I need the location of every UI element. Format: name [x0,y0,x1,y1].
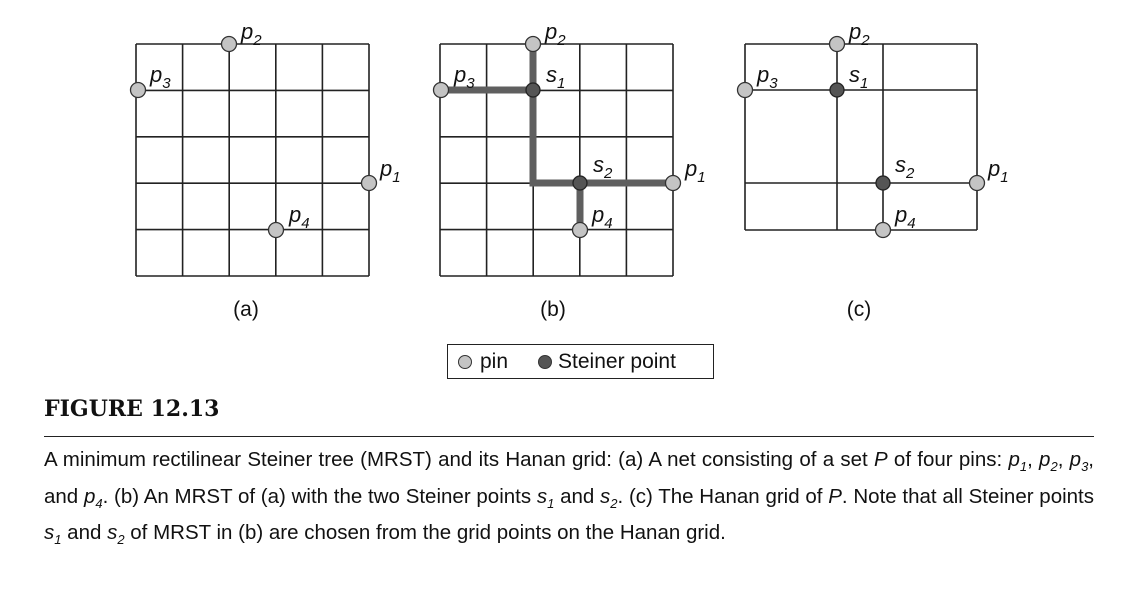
caption-title: FIGURE 12.13 [44,396,220,422]
pin-p3 [432,81,450,99]
pin-p1 [664,174,682,192]
label-p1: p1 [379,156,401,186]
label-p2: p2 [544,19,566,49]
subfigure-label-a: (a) [233,298,259,321]
subfigure-label-b: (b) [540,298,566,321]
pin-p3 [129,81,147,99]
figure: p2 p3 p1 p4 p2 p3 s1 s2 p1 p4 p2 p3 s1 s2 p1 p4 (a) (b)… [129,19,1009,379]
diagram-a: p2 p3 p1 p4 [129,19,401,277]
legend-steiner-label: Steiner point [558,349,676,373]
pin-p1 [968,174,986,192]
label-p3: p3 [149,62,171,92]
caption-italic-run: s [44,521,55,545]
caption-run: . (c) The Hanan grid of [617,484,829,508]
pin-marker-icon [458,354,472,369]
subfigure-label-c: (c) [846,298,872,321]
steiner-s1 [829,82,845,98]
steiner-s2 [572,175,588,191]
caption-run: of four pins: [887,448,1009,471]
caption-subscript: 1 [1019,459,1028,475]
pin-p1 [360,174,378,192]
label-s1: s1 [546,62,565,92]
caption-run: , [1057,448,1070,471]
caption-italic-run: s [107,521,118,545]
caption-divider [44,436,1094,437]
label-s2: s2 [895,152,915,182]
pin-p2 [828,35,846,53]
caption-subscript: 1 [54,532,62,548]
steiner-s2 [875,175,891,191]
label-p2: p2 [240,19,262,49]
caption-italic-run: p [1039,448,1051,471]
grid-c [744,43,978,231]
caption-subscript: 2 [117,532,125,548]
caption-italic-run: p [1008,448,1020,471]
pin-p2 [220,35,238,53]
caption-subscript: 2 [610,495,618,511]
caption-subscript: 1 [547,495,555,511]
label-s1: s1 [849,62,868,92]
caption-italic-run: p [1069,448,1082,471]
caption-italic-run: p [83,484,96,508]
figure-diagrams: p2 p3 p1 p4 p2 p3 s1 s2 p1 p4 p2 p3 s1 s2 p1 p4 [129,19,1009,277]
steiner-s1 [525,82,541,98]
caption-italic-run: P [828,484,842,508]
pin-p3 [736,81,754,99]
label-p2: p2 [848,19,870,49]
caption-italic-run: s [536,484,548,508]
pin-p4 [267,221,285,239]
label-p4: p4 [591,202,613,232]
caption-subscript: 2 [1050,459,1058,475]
label-p1: p1 [987,156,1009,186]
pin-p4 [874,221,892,239]
grid-a [135,43,370,277]
label-p4: p4 [288,202,310,232]
caption-run: , and [44,448,1094,508]
steiner-marker-icon [538,354,553,369]
caption-run: . (b) An MRST of (a) with the two Steine… [102,484,537,508]
label-p3: p3 [453,62,475,92]
pin-p2 [524,35,542,53]
label-p1: p1 [684,156,706,186]
caption-italic-run: s [600,484,611,508]
caption-subscript: 3 [1081,459,1089,475]
caption-run: and [61,521,108,545]
label-p3: p3 [756,62,778,92]
caption-italic-run: P [873,448,888,471]
legend-box: pin Steiner point [447,344,714,379]
label-p4: p4 [894,202,916,232]
diagram-b: p2 p3 s1 s2 p1 p4 [432,19,706,277]
caption-run: A minimum rectilinear Steiner tree (MRST… [44,448,874,471]
legend-item-pin: pin [458,350,508,374]
legend-pin-label: pin [480,349,509,373]
caption-subscript: 4 [95,495,103,511]
caption-run: , [1027,448,1040,471]
label-s2: s2 [593,152,613,182]
diagram-c: p2 p3 s1 s2 p1 p4 [736,19,1009,239]
legend-item-steiner: Steiner point [538,350,676,374]
caption-run: of MRST in (b) are chosen from the grid … [124,521,726,545]
pin-p4 [571,221,589,239]
caption-text: A minimum rectilinear Steiner tree (MRST… [44,445,1094,555]
caption-run: . Note that all Steiner points [841,484,1094,508]
caption-run: and [554,484,601,508]
